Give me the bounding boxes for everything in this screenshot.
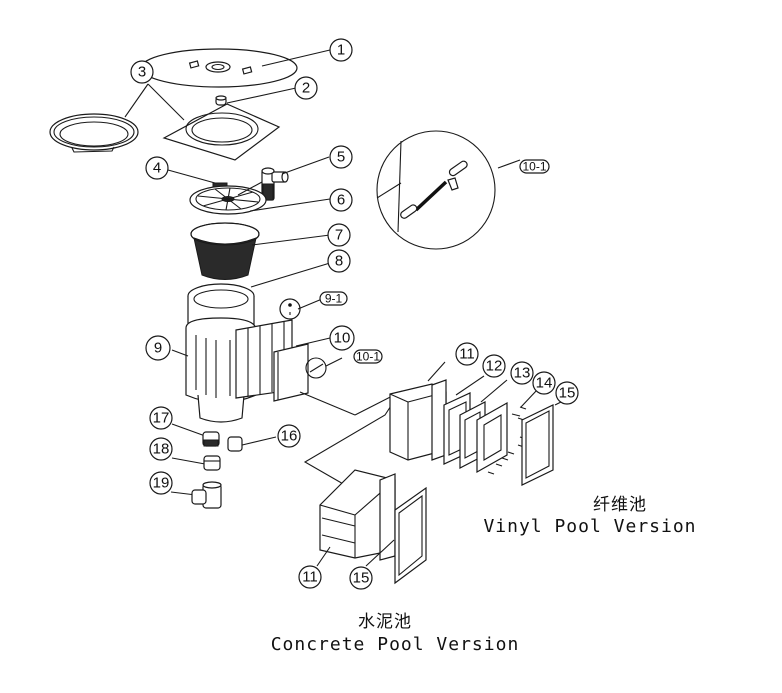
svg-text:15: 15 <box>559 385 576 402</box>
part-elbow-fitting <box>261 167 289 201</box>
concrete-caption-en: Concrete Pool Version <box>270 634 520 655</box>
svg-text:19: 19 <box>153 475 170 492</box>
part-10-1-pin <box>309 363 324 373</box>
callout-19: 19 <box>149 471 173 495</box>
callout-16: 16 <box>277 424 301 448</box>
fitting-16 <box>227 436 243 452</box>
svg-text:17: 17 <box>153 410 170 427</box>
svg-text:7: 7 <box>335 227 343 244</box>
fitting-19-elbow <box>191 481 222 509</box>
callout-4: 4 <box>145 156 169 180</box>
concrete-parts <box>319 469 427 585</box>
part-10-1-marker <box>305 357 327 379</box>
callout-3: 3 <box>130 60 154 84</box>
callout-12: 12 <box>482 354 506 378</box>
part-ring <box>49 113 139 153</box>
svg-text:14: 14 <box>536 375 553 392</box>
vinyl-caption-cn: 纤维池 <box>593 495 647 515</box>
callout-15-concrete: 15 <box>349 566 373 590</box>
concrete-caption-cn: 水泥池 <box>358 612 412 632</box>
callout-14: 14 <box>532 371 556 395</box>
callout-11-concrete: 11 <box>298 565 322 589</box>
callout-8: 8 <box>327 249 351 273</box>
concrete-caption-en-wrap: Concrete Pool Version <box>270 634 520 655</box>
part-basket-cover <box>189 185 267 215</box>
callout-17: 17 <box>149 406 173 430</box>
vinyl-caption-en-wrap: Vinyl Pool Version <box>480 516 700 537</box>
callout-10: 10 <box>329 325 355 351</box>
svg-text:9-1: 9-1 <box>325 292 343 306</box>
callout-10-1: 10-1 <box>353 349 383 364</box>
part-deck-collar <box>162 95 281 161</box>
callout-2: 2 <box>294 76 318 100</box>
callout-6: 6 <box>329 188 353 212</box>
svg-text:2: 2 <box>302 80 310 97</box>
callout-18: 18 <box>149 437 173 461</box>
vinyl-parts <box>389 379 554 486</box>
vinyl-caption: 纤维池 <box>520 490 720 515</box>
fitting-17 <box>202 431 220 447</box>
leader-lines <box>124 49 566 567</box>
svg-text:15: 15 <box>353 570 370 587</box>
svg-text:10-1: 10-1 <box>356 350 380 364</box>
part-lid <box>140 48 298 88</box>
part-skimmer-body <box>185 283 309 423</box>
svg-text:10: 10 <box>334 330 351 347</box>
callout-9: 9 <box>145 335 171 361</box>
callout-5: 5 <box>329 145 353 169</box>
svg-text:5: 5 <box>337 149 345 166</box>
svg-text:9: 9 <box>154 340 162 357</box>
part-basket <box>190 222 260 280</box>
concrete-caption: 水泥池 <box>300 607 470 632</box>
callout-13: 13 <box>510 361 534 385</box>
svg-text:4: 4 <box>153 160 161 177</box>
callout-15: 15 <box>555 381 579 405</box>
svg-text:3: 3 <box>138 64 146 81</box>
svg-text:11: 11 <box>302 569 318 586</box>
svg-text:6: 6 <box>337 192 345 209</box>
callout-11: 11 <box>455 342 479 366</box>
callout-10-1-detail: 10-1 <box>519 159 550 174</box>
callout-9-1: 9-1 <box>319 291 348 306</box>
vinyl-caption-en: Vinyl Pool Version <box>483 516 697 537</box>
svg-text:16: 16 <box>281 428 298 445</box>
svg-text:13: 13 <box>514 365 531 382</box>
fitting-18 <box>203 455 221 471</box>
callout-7: 7 <box>327 223 351 247</box>
svg-text:8: 8 <box>335 253 343 270</box>
part-9-1-plug <box>279 298 301 320</box>
svg-text:12: 12 <box>486 358 503 375</box>
svg-text:11: 11 <box>459 346 475 363</box>
svg-text:10-1: 10-1 <box>522 160 546 174</box>
detail-10-1 <box>376 130 496 250</box>
guide-lines <box>299 390 402 486</box>
callout-1: 1 <box>329 38 353 62</box>
svg-text:1: 1 <box>337 42 345 59</box>
svg-text:18: 18 <box>153 441 170 458</box>
